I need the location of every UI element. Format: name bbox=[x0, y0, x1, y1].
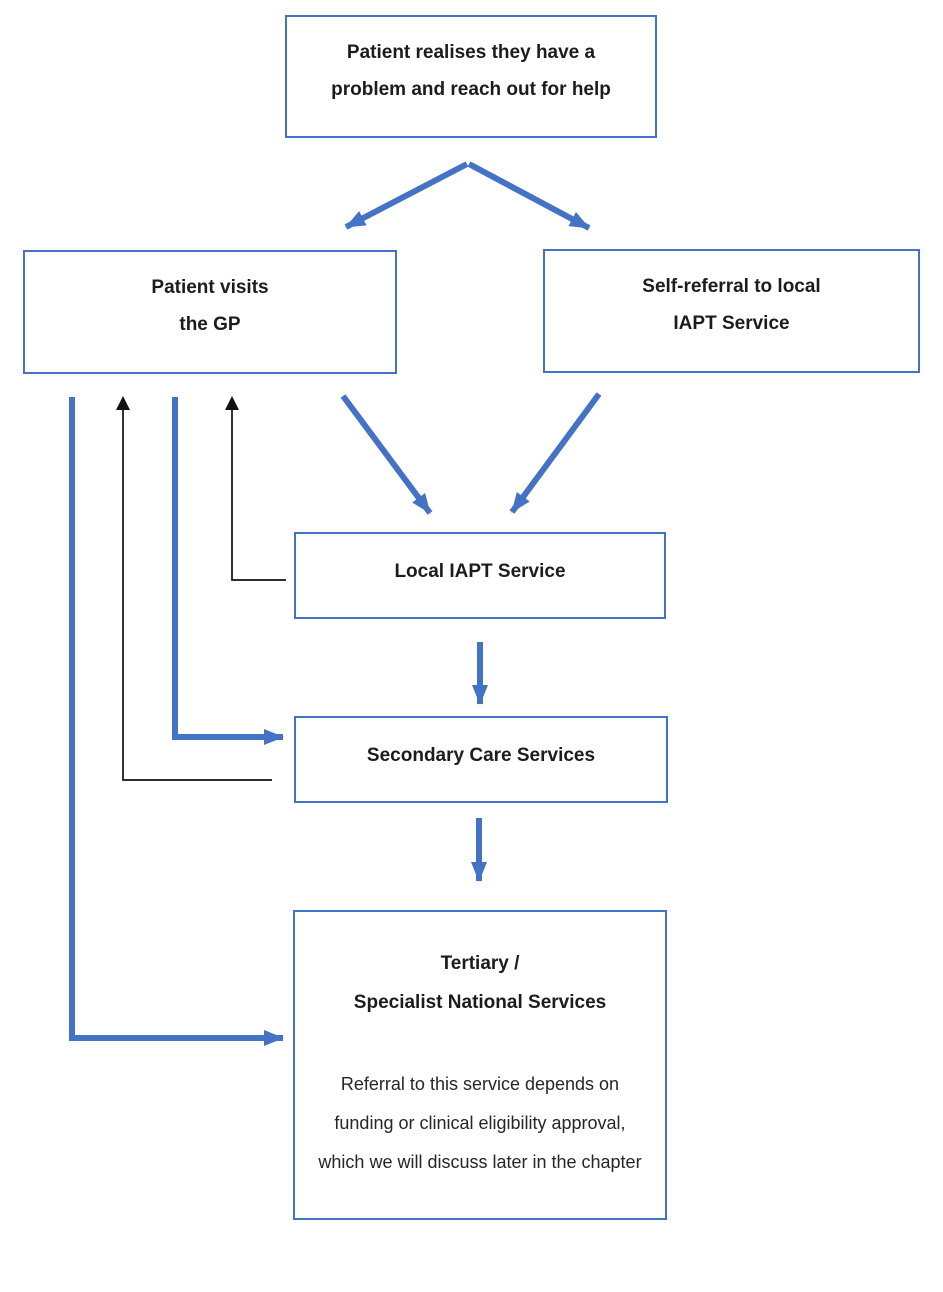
node-patient-visits-gp-line1: Patient visits bbox=[151, 277, 269, 298]
node-tertiary-description-line3: which we will discuss later in the chapt… bbox=[318, 1152, 642, 1172]
node-local-iapt-service: Local IAPT Service bbox=[294, 532, 666, 619]
node-patient-realises-line1: Patient realises they have a bbox=[346, 41, 596, 63]
edge-gp-to-tertiary-elbow-arrow bbox=[69, 397, 284, 1046]
edge-iapt-to-gp-return-arrow bbox=[225, 396, 286, 581]
edge-gp-to-iapt-arrow bbox=[340, 394, 433, 515]
edge-secondary-to-gp-return-arrow bbox=[116, 396, 272, 781]
node-self-referral-line1: Self-referral to local bbox=[642, 276, 821, 297]
node-patient-visits-gp: Patient visits the GP bbox=[23, 250, 397, 374]
node-patient-visits-gp-line2: the GP bbox=[179, 314, 241, 335]
edge-realise-to-self-referral-arrow bbox=[467, 161, 591, 231]
node-tertiary-title-line2: Specialist National Services bbox=[353, 992, 607, 1013]
edge-self-referral-to-iapt-arrow bbox=[509, 392, 602, 514]
node-tertiary-description: Referral to this service depends on fund… bbox=[318, 1065, 641, 1182]
edge-realise-to-gp-arrow bbox=[344, 161, 469, 230]
node-tertiary-title-line1: Tertiary / bbox=[440, 953, 520, 974]
node-secondary-care-services: Secondary Care Services bbox=[294, 716, 668, 803]
node-patient-realises-line2: problem and reach out for help bbox=[331, 78, 611, 100]
edge-gp-to-secondary-elbow-arrow bbox=[172, 397, 284, 745]
node-local-iapt-service-label: Local IAPT Service bbox=[394, 561, 566, 582]
node-tertiary-specialist-services: Tertiary / Specialist National Services … bbox=[293, 910, 667, 1220]
node-self-referral: Self-referral to local IAPT Service bbox=[543, 249, 920, 373]
node-tertiary-description-line1: Referral to this service depends on bbox=[340, 1074, 620, 1094]
node-patient-realises: Patient realises they have a problem and… bbox=[285, 15, 657, 138]
node-secondary-care-services-label: Secondary Care Services bbox=[366, 745, 596, 766]
node-tertiary-description-line2: funding or clinical eligibility approval… bbox=[334, 1113, 626, 1133]
node-self-referral-line2: IAPT Service bbox=[673, 313, 790, 334]
